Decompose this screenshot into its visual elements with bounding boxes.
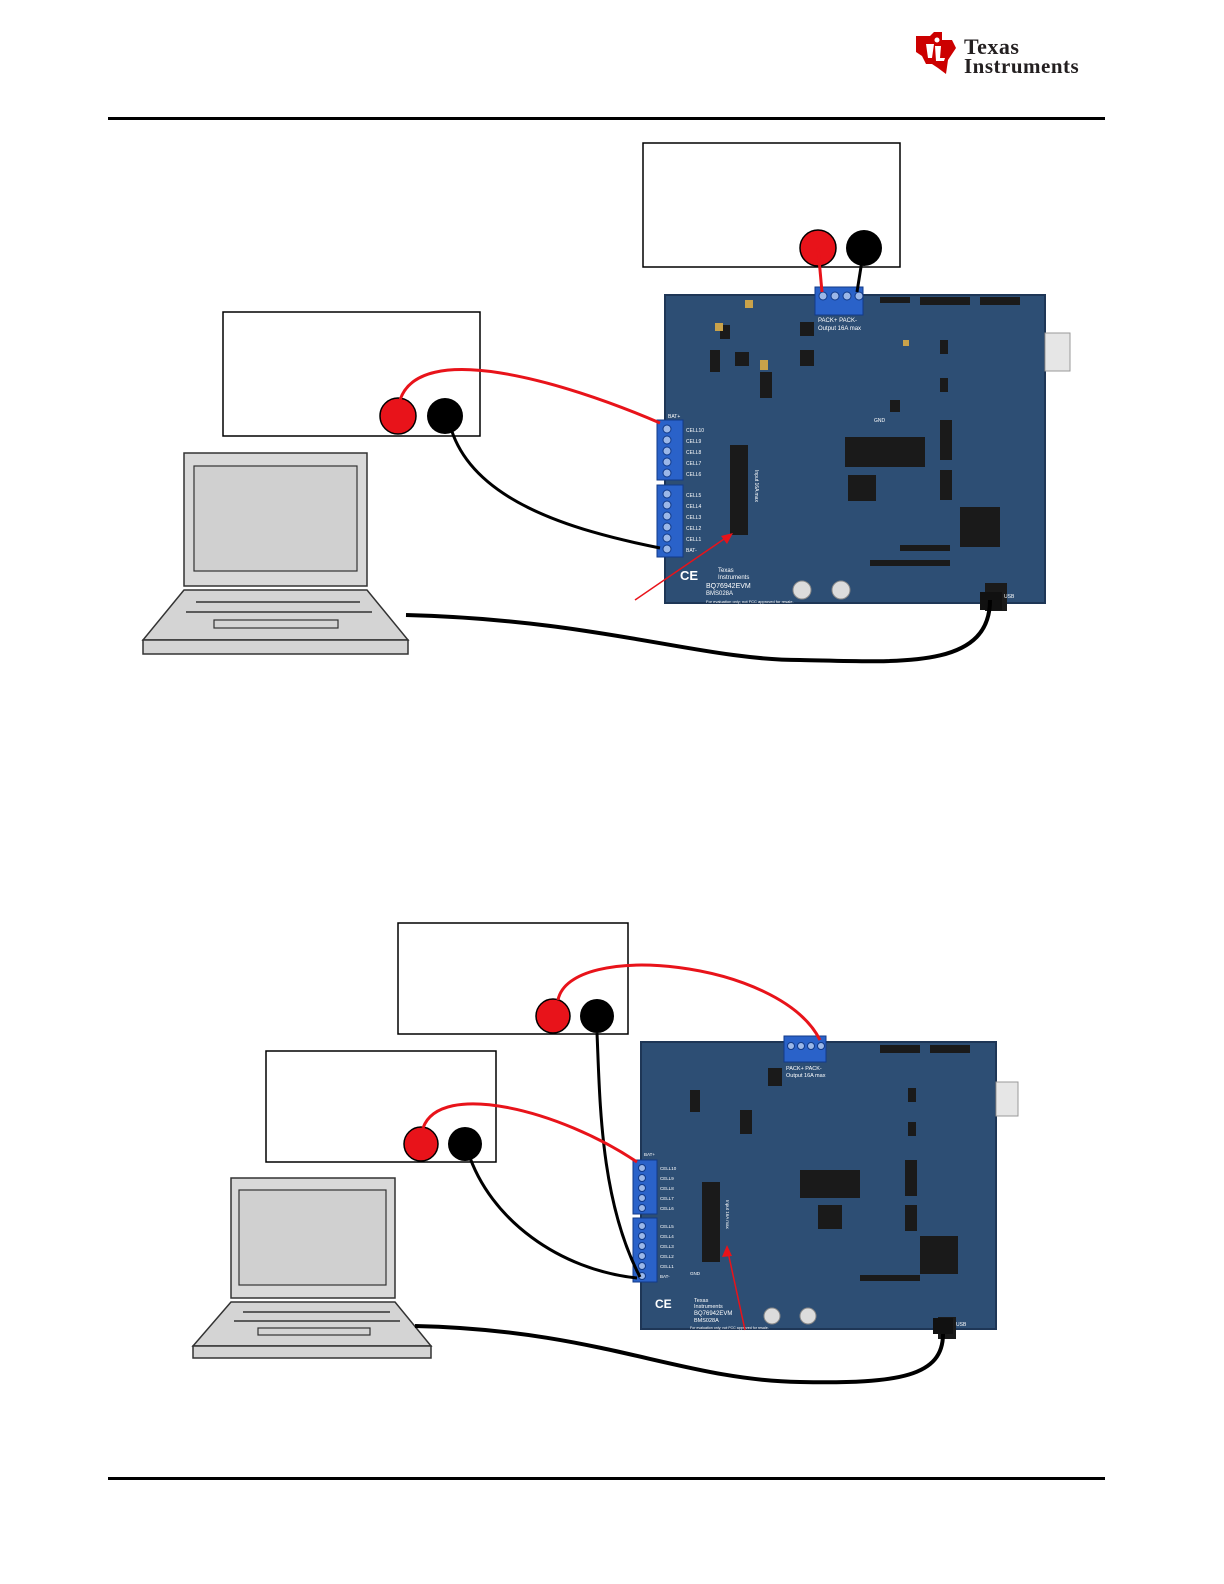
board-ti-2-b: Instruments: [694, 1304, 723, 1310]
figure-2-setup: PACK+ PACK- Output 16A max CELL10 CELL9 …: [191, 922, 1019, 1385]
load-negative-lead-2: [595, 1032, 642, 1278]
input-rating-b: Input 16A max: [725, 1200, 730, 1230]
evm-board: PACK+ PACK- Output 16A max CELL10 CELL9 …: [656, 286, 1071, 611]
ce-mark-b: CE: [655, 1297, 672, 1311]
evm-board-2: PACK+ PACK- Output 16A max CELL10 CELL9 …: [632, 1035, 1019, 1339]
pack-rating-2: Output 16A max: [786, 1073, 826, 1079]
cell-label-1: CELL1: [686, 537, 702, 543]
laptop-icon-2: [191, 1177, 433, 1359]
cell-label-7: CELL7: [686, 461, 702, 467]
load-terminal-negative-2: [580, 999, 614, 1033]
usb-label-b: USB: [956, 1322, 967, 1328]
logo-line-2: Instruments: [964, 54, 1080, 78]
cell-label-7-b: CELL7: [660, 1196, 674, 1201]
logo-line-1: Texas: [964, 34, 1020, 59]
board-ti-2: Instruments: [718, 575, 749, 581]
supply-negative-lead-2: [466, 1151, 638, 1280]
cell-label-10: CELL10: [686, 428, 704, 434]
bat-minus-label-b: BAT-: [660, 1274, 670, 1279]
laptop-icon: [141, 452, 410, 655]
ce-mark: CE: [680, 568, 698, 583]
board-ti-1: Texas: [718, 568, 734, 574]
usb-cable: [405, 599, 992, 664]
supply-terminal-negative-2: [448, 1127, 482, 1161]
bat-plus-label-b: BAT+: [644, 1152, 655, 1157]
cell-label-9-b: CELL9: [660, 1176, 674, 1181]
cell-label-3-b: CELL3: [660, 1244, 674, 1249]
load-terminal-positive-2: [535, 998, 571, 1034]
input-rating: Input 16A max: [753, 470, 759, 502]
board-disclaimer: For evaluation only; not FCC approved fo…: [706, 599, 794, 604]
header-rule: [108, 117, 1105, 120]
supply-positive-lead: [398, 368, 661, 425]
bat-plus-label: BAT+: [668, 414, 680, 420]
cell-label-2-b: CELL2: [660, 1254, 674, 1259]
pack-labels-2: PACK+ PACK-: [786, 1066, 822, 1072]
supply-terminal-negative: [427, 398, 463, 434]
load-positive-lead: [816, 247, 824, 293]
cell-label-4-b: CELL4: [660, 1234, 674, 1239]
board-name-b: BQ76942EVM: [694, 1311, 732, 1317]
cell-label-1-b: CELL1: [660, 1264, 674, 1269]
pack-labels: PACK+ PACK-: [818, 318, 857, 324]
ti-logo-icon: [916, 32, 956, 74]
board-part-b: BMS028A: [694, 1318, 719, 1324]
board-disclaimer-b: For evaluation only; not FCC approved fo…: [690, 1326, 769, 1330]
cell-label-9: CELL9: [686, 439, 702, 445]
cell-label-6: CELL6: [686, 472, 702, 478]
footer-rule: [108, 1477, 1105, 1480]
supply-negative-lead: [448, 424, 661, 550]
cell-label-5-b: CELL5: [660, 1224, 674, 1229]
supply-terminal-positive: [379, 397, 417, 435]
cell-label-5: CELL5: [686, 493, 702, 499]
usb-connector-2: [933, 1318, 953, 1334]
usb-cable-2: [414, 1324, 945, 1385]
board-name: BQ76942EVM: [706, 583, 751, 590]
figure-1-setup: PACK+ PACK- Output 16A max CELL10 CELL9 …: [141, 142, 1071, 664]
cell-label-8: CELL8: [686, 450, 702, 456]
cell-label-8-b: CELL8: [660, 1186, 674, 1191]
supply-positive-lead-2: [421, 1102, 638, 1164]
cell-label-6-b: CELL6: [660, 1206, 674, 1211]
bat-minus-label: BAT-: [686, 548, 697, 554]
cell-label-4: CELL4: [686, 504, 702, 510]
ti-logo: Texas Instruments: [912, 30, 1112, 78]
gnd-label-b: GND: [690, 1271, 701, 1276]
callout-arrow: [634, 536, 728, 601]
load-negative-lead: [855, 247, 866, 293]
supply-terminal-positive-2: [403, 1126, 439, 1162]
cell-label-2: CELL2: [686, 526, 702, 532]
cell-label-10-b: CELL10: [660, 1166, 677, 1171]
pack-rating: Output 16A max: [818, 326, 861, 332]
callout-arrow-2: [727, 1251, 746, 1331]
load-positive-lead-2: [556, 963, 822, 1041]
gnd-label: GND: [874, 418, 886, 424]
cell-label-3: CELL3: [686, 515, 702, 521]
board-part: BMS028A: [706, 591, 733, 597]
usb-label: USB: [1004, 594, 1015, 600]
board-ti-1-b: Texas: [694, 1298, 709, 1304]
